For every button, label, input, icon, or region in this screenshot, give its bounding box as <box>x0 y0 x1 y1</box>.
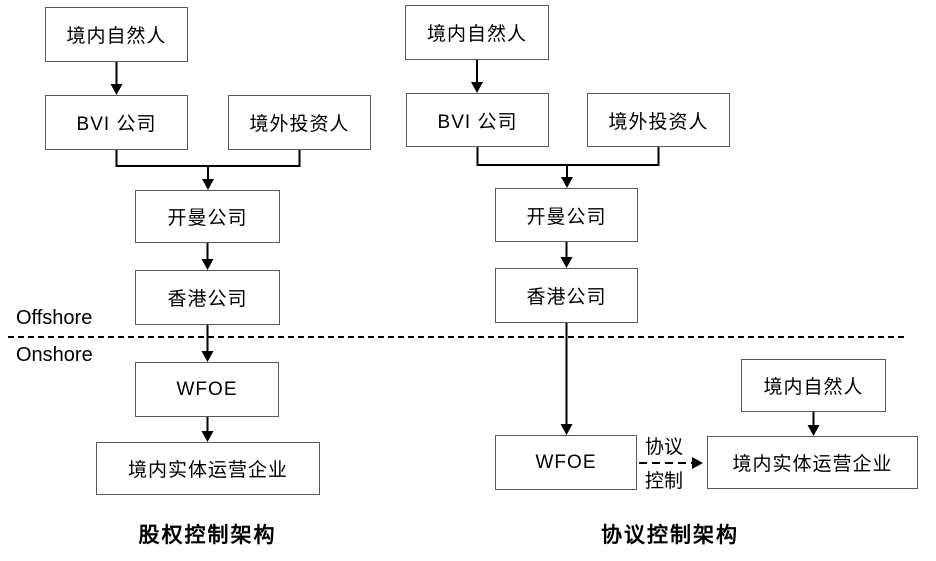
node-right-operating-entity-label: 境内实体运营企业 <box>732 454 893 475</box>
offshore-label: Offshore <box>16 307 93 329</box>
vie-control-edge-label-line1: 协议 <box>645 437 684 458</box>
node-right-wfoe: WFOE <box>495 435 637 490</box>
caption-equity-control-structure: 股权控制架构 <box>138 524 277 547</box>
node-left-wfoe-label: WFOE <box>176 378 238 400</box>
node-left-hongkong-company-label: 香港公司 <box>167 289 248 310</box>
node-left-domestic-person: 境内自然人 <box>45 7 188 62</box>
node-left-domestic-person-label: 境内自然人 <box>66 26 167 47</box>
node-right-hongkong-company-label: 香港公司 <box>526 287 607 308</box>
node-right-cayman-company: 开曼公司 <box>495 188 638 242</box>
vie-control-edge-label-line2: 控制 <box>645 471 684 492</box>
node-right-domestic-person-2-label: 境内自然人 <box>763 377 864 398</box>
edge-right-merge-connector <box>476 147 660 166</box>
node-left-cayman-company: 开曼公司 <box>135 190 280 243</box>
node-right-bvi-company: BVI 公司 <box>406 93 549 147</box>
node-right-domestic-person: 境内自然人 <box>405 5 549 60</box>
node-right-foreign-investor-label: 境外投资人 <box>608 111 709 133</box>
node-left-bvi-company: BVI 公司 <box>45 95 188 150</box>
node-right-cayman-company-label: 开曼公司 <box>526 206 607 228</box>
node-right-hongkong-company: 香港公司 <box>495 268 638 323</box>
node-right-foreign-investor: 境外投资人 <box>587 93 730 147</box>
node-left-operating-entity-label: 境内实体运营企业 <box>127 460 288 481</box>
node-left-foreign-investor: 境外投资人 <box>228 95 371 150</box>
node-right-wfoe-label: WFOE <box>535 451 597 473</box>
node-left-foreign-investor-label: 境外投资人 <box>249 114 350 135</box>
node-left-wfoe: WFOE <box>135 362 279 417</box>
edge-left-merge-connector <box>115 150 301 167</box>
node-right-domestic-person-label: 境内自然人 <box>426 24 527 45</box>
vie-control-edge-label: 协议 控制 <box>645 431 683 499</box>
caption-agreement-control-structure: 协议控制架构 <box>601 524 739 547</box>
node-right-domestic-person-2: 境内自然人 <box>741 359 886 412</box>
node-left-bvi-company-label: BVI 公司 <box>76 114 157 135</box>
node-right-bvi-company-label: BVI 公司 <box>437 111 518 133</box>
node-left-cayman-company-label: 开曼公司 <box>167 208 248 229</box>
node-left-hongkong-company: 香港公司 <box>135 270 280 325</box>
node-left-operating-entity: 境内实体运营企业 <box>96 442 320 495</box>
node-right-operating-entity: 境内实体运营企业 <box>707 436 918 489</box>
onshore-label: Onshore <box>16 344 93 366</box>
